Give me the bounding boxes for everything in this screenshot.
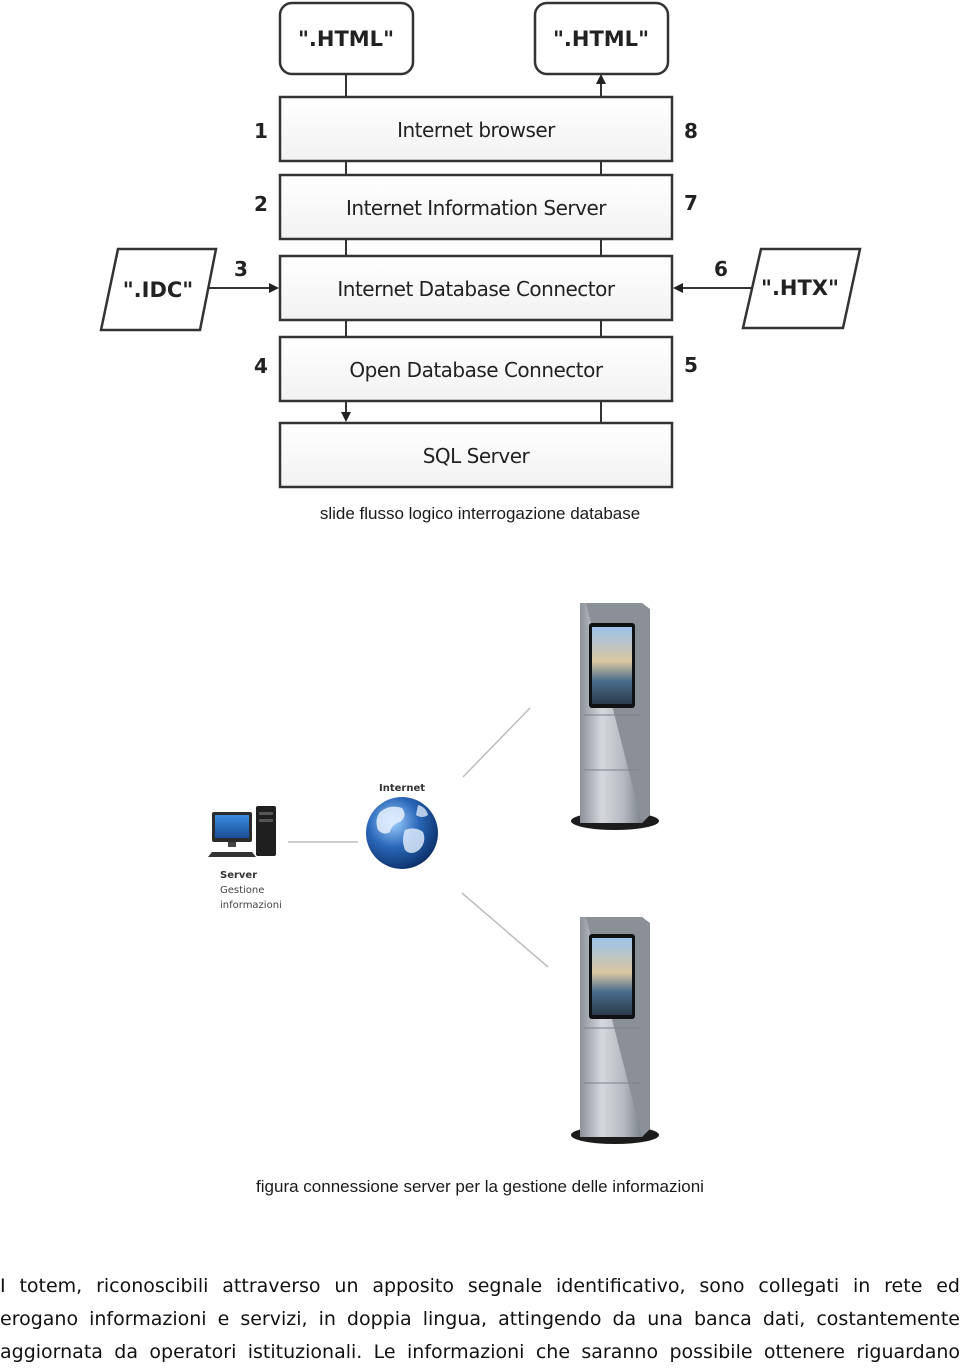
step-number-3: 3 <box>234 257 248 281</box>
step-number-5: 5 <box>684 353 698 377</box>
paragraph-line: I totem, riconoscibili attraverso un app… <box>0 1275 960 1297</box>
htx-input: ".HTX" <box>741 247 862 330</box>
paragraph-line: erogano informazioni e servizi, in doppi… <box>0 1308 960 1330</box>
body-paragraph: I totem, riconoscibili attraverso un app… <box>0 1270 960 1369</box>
layer-label: Internet Database Connector <box>337 277 615 301</box>
layer-internet-browser: Internet browser <box>278 95 674 163</box>
htx-label: ".HTX" <box>761 276 839 300</box>
layer-internet-information-server: Internet Information Server <box>278 173 674 241</box>
step-number-4: 4 <box>254 354 268 378</box>
flow-diagram: ".HTML" ".HTML" Internet browser Interne… <box>99 1 862 489</box>
server-computer-icon <box>208 806 276 857</box>
layer-connectors <box>345 161 602 423</box>
html-box-left: ".HTML" <box>278 1 415 76</box>
caption-network-figure: figura connessione server per la gestion… <box>256 1177 704 1196</box>
layer-label: Open Database Connector <box>349 358 603 382</box>
layer-label: Internet Information Server <box>346 196 607 220</box>
network-links <box>288 707 549 968</box>
kiosk-totem-icon <box>571 917 659 1144</box>
layer-open-database-connector: Open Database Connector <box>278 335 674 403</box>
step-number-6: 6 <box>714 257 728 281</box>
idc-input: ".IDC" <box>99 247 218 332</box>
step-number-7: 7 <box>684 191 698 215</box>
step-number-1: 1 <box>254 119 268 143</box>
layer-sql-server: SQL Server <box>278 421 674 489</box>
html-box-right-label: ".HTML" <box>553 27 649 51</box>
step-number-2: 2 <box>254 192 268 216</box>
server-sub-label-2: informazioni <box>220 900 282 911</box>
paragraph-line: aggiornata da operatori istituzionali. L… <box>0 1341 960 1363</box>
server-sub-label-1: Gestione <box>220 885 264 896</box>
kiosk-totem-icon <box>571 603 659 830</box>
step-number-8: 8 <box>684 119 698 143</box>
layer-label: SQL Server <box>423 444 531 468</box>
caption-flow-diagram: slide flusso logico interrogazione datab… <box>319 504 641 523</box>
step-numbers: 1 2 3 4 8 7 6 5 <box>234 119 728 378</box>
internet-label: Internet <box>379 783 425 794</box>
html-box-right: ".HTML" <box>533 1 670 76</box>
server-label: Server <box>220 870 257 881</box>
network-figure: Server Gestione informazioni Internet <box>208 603 659 1144</box>
layer-internet-database-connector: Internet Database Connector <box>278 254 674 322</box>
idc-label: ".IDC" <box>123 278 194 302</box>
internet-globe-icon <box>366 797 438 869</box>
html-box-left-label: ".HTML" <box>298 27 394 51</box>
layer-label: Internet browser <box>397 118 556 142</box>
